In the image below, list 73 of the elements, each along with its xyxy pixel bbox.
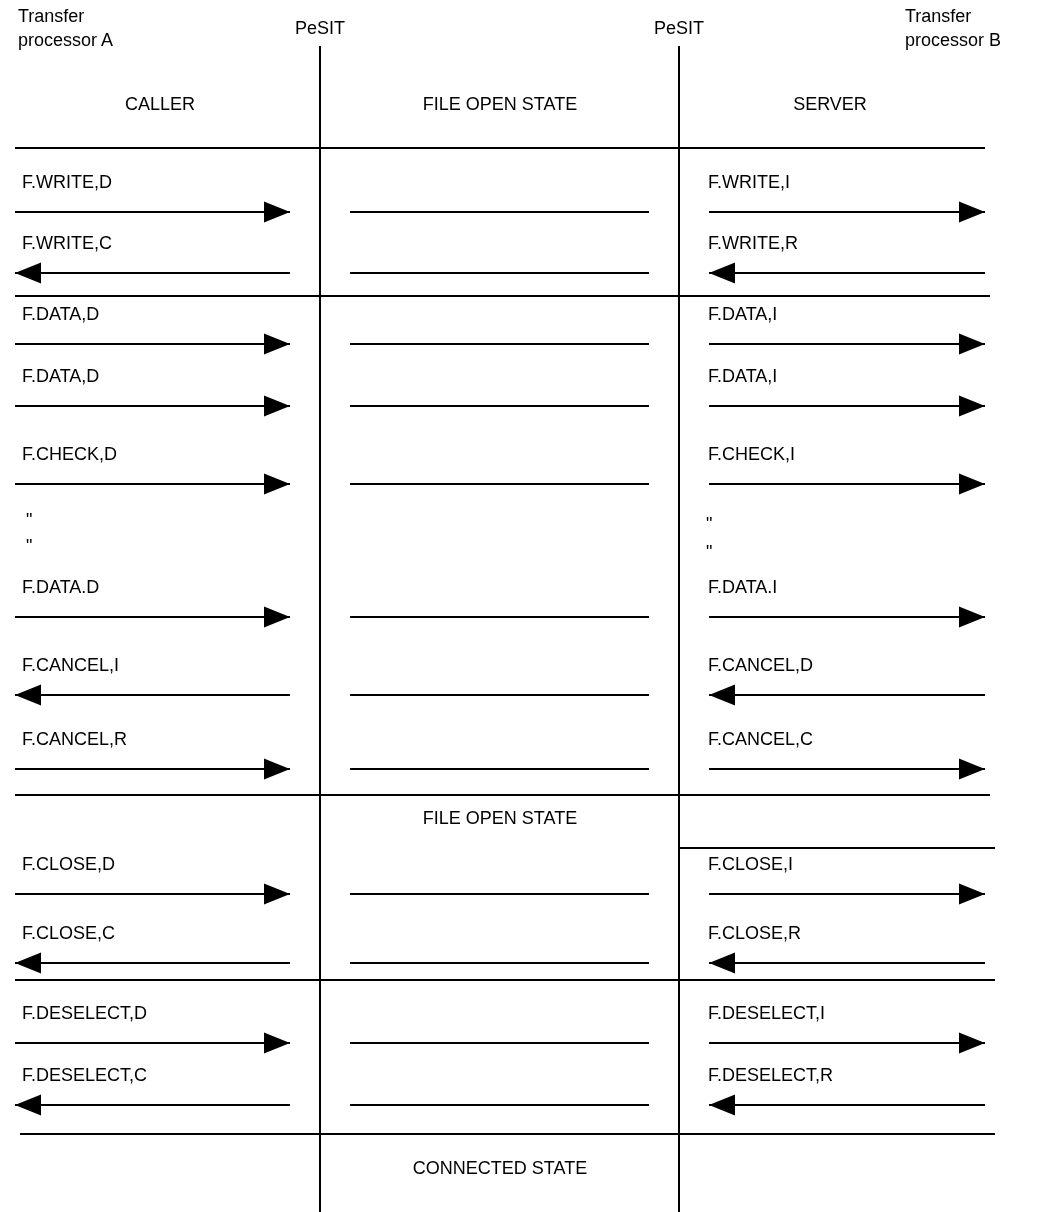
message-arrow bbox=[708, 333, 986, 355]
message-arrow bbox=[708, 952, 986, 974]
state-label: CONNECTED STATE bbox=[412, 1158, 588, 1179]
message-label: F.CANCEL,R bbox=[22, 729, 128, 750]
message-label: F.DESELECT,C bbox=[22, 1065, 148, 1086]
message-arrow bbox=[14, 883, 291, 905]
participant-label: Transfer processor A bbox=[18, 5, 115, 52]
message-arrow bbox=[708, 1032, 986, 1054]
message-label: F.DESELECT,R bbox=[708, 1065, 834, 1086]
participant-label: PeSIT bbox=[654, 18, 704, 39]
message-label: F.DATA,I bbox=[708, 366, 778, 387]
message-label: F.CHECK,I bbox=[708, 444, 795, 465]
ditto-mark: " bbox=[26, 510, 33, 531]
participant-label: Transfer processor B bbox=[905, 5, 1003, 52]
connector-line bbox=[349, 405, 650, 407]
message-arrow bbox=[708, 758, 986, 780]
message-arrow bbox=[14, 606, 291, 628]
message-label: F.CANCEL,I bbox=[22, 655, 120, 676]
message-label: F.WRITE,I bbox=[708, 172, 790, 193]
connector-line bbox=[349, 893, 650, 895]
message-label: F.CHECK,D bbox=[22, 444, 117, 465]
message-label: F.DATA,D bbox=[22, 304, 100, 325]
message-arrow bbox=[708, 473, 986, 495]
message-arrow bbox=[14, 333, 291, 355]
message-label: F.DATA,I bbox=[708, 304, 778, 325]
message-arrow bbox=[14, 473, 291, 495]
message-label: F.WRITE,C bbox=[22, 233, 112, 254]
message-arrow bbox=[14, 262, 291, 284]
message-label: F.CANCEL,C bbox=[708, 729, 814, 750]
message-label: F.CANCEL,D bbox=[708, 655, 814, 676]
message-arrow bbox=[14, 684, 291, 706]
participant-label: PeSIT bbox=[295, 18, 345, 39]
message-label: F.DATA,D bbox=[22, 366, 100, 387]
ditto-mark: " bbox=[706, 542, 713, 563]
message-arrow bbox=[14, 1032, 291, 1054]
connector-line bbox=[349, 768, 650, 770]
message-arrow bbox=[14, 395, 291, 417]
connector-line bbox=[349, 616, 650, 618]
connector-line bbox=[349, 343, 650, 345]
message-arrow bbox=[708, 883, 986, 905]
message-arrow bbox=[708, 262, 986, 284]
message-arrow bbox=[708, 684, 986, 706]
connector-line bbox=[349, 1104, 650, 1106]
connector-line bbox=[349, 962, 650, 964]
message-arrow bbox=[708, 1094, 986, 1116]
message-label: F.WRITE,D bbox=[22, 172, 112, 193]
message-label: F.CLOSE,R bbox=[708, 923, 802, 944]
column-heading: CALLER bbox=[125, 94, 195, 115]
message-arrow bbox=[14, 1094, 291, 1116]
message-label: F.CLOSE,D bbox=[22, 854, 116, 875]
message-arrow bbox=[708, 606, 986, 628]
message-label: F.WRITE,R bbox=[708, 233, 798, 254]
message-label: F.DESELECT,I bbox=[708, 1003, 826, 1024]
ditto-mark: " bbox=[706, 514, 713, 535]
message-arrow bbox=[14, 201, 291, 223]
connector-line bbox=[349, 211, 650, 213]
connector-line bbox=[349, 483, 650, 485]
message-arrow bbox=[708, 201, 986, 223]
state-label: FILE OPEN STATE bbox=[422, 808, 578, 829]
message-label: F.CLOSE,I bbox=[708, 854, 794, 875]
message-label: F.DATA.I bbox=[708, 577, 778, 598]
message-arrow bbox=[708, 395, 986, 417]
connector-line bbox=[349, 1042, 650, 1044]
state-label: FILE OPEN STATE bbox=[422, 94, 578, 115]
connector-line bbox=[349, 272, 650, 274]
message-label: F.DATA.D bbox=[22, 577, 100, 598]
message-arrow bbox=[14, 952, 291, 974]
message-label: F.CLOSE,C bbox=[22, 923, 116, 944]
connector-line bbox=[349, 694, 650, 696]
message-arrow bbox=[14, 758, 291, 780]
message-label: F.DESELECT,D bbox=[22, 1003, 148, 1024]
column-heading: SERVER bbox=[793, 94, 867, 115]
ditto-mark: " bbox=[26, 536, 33, 557]
